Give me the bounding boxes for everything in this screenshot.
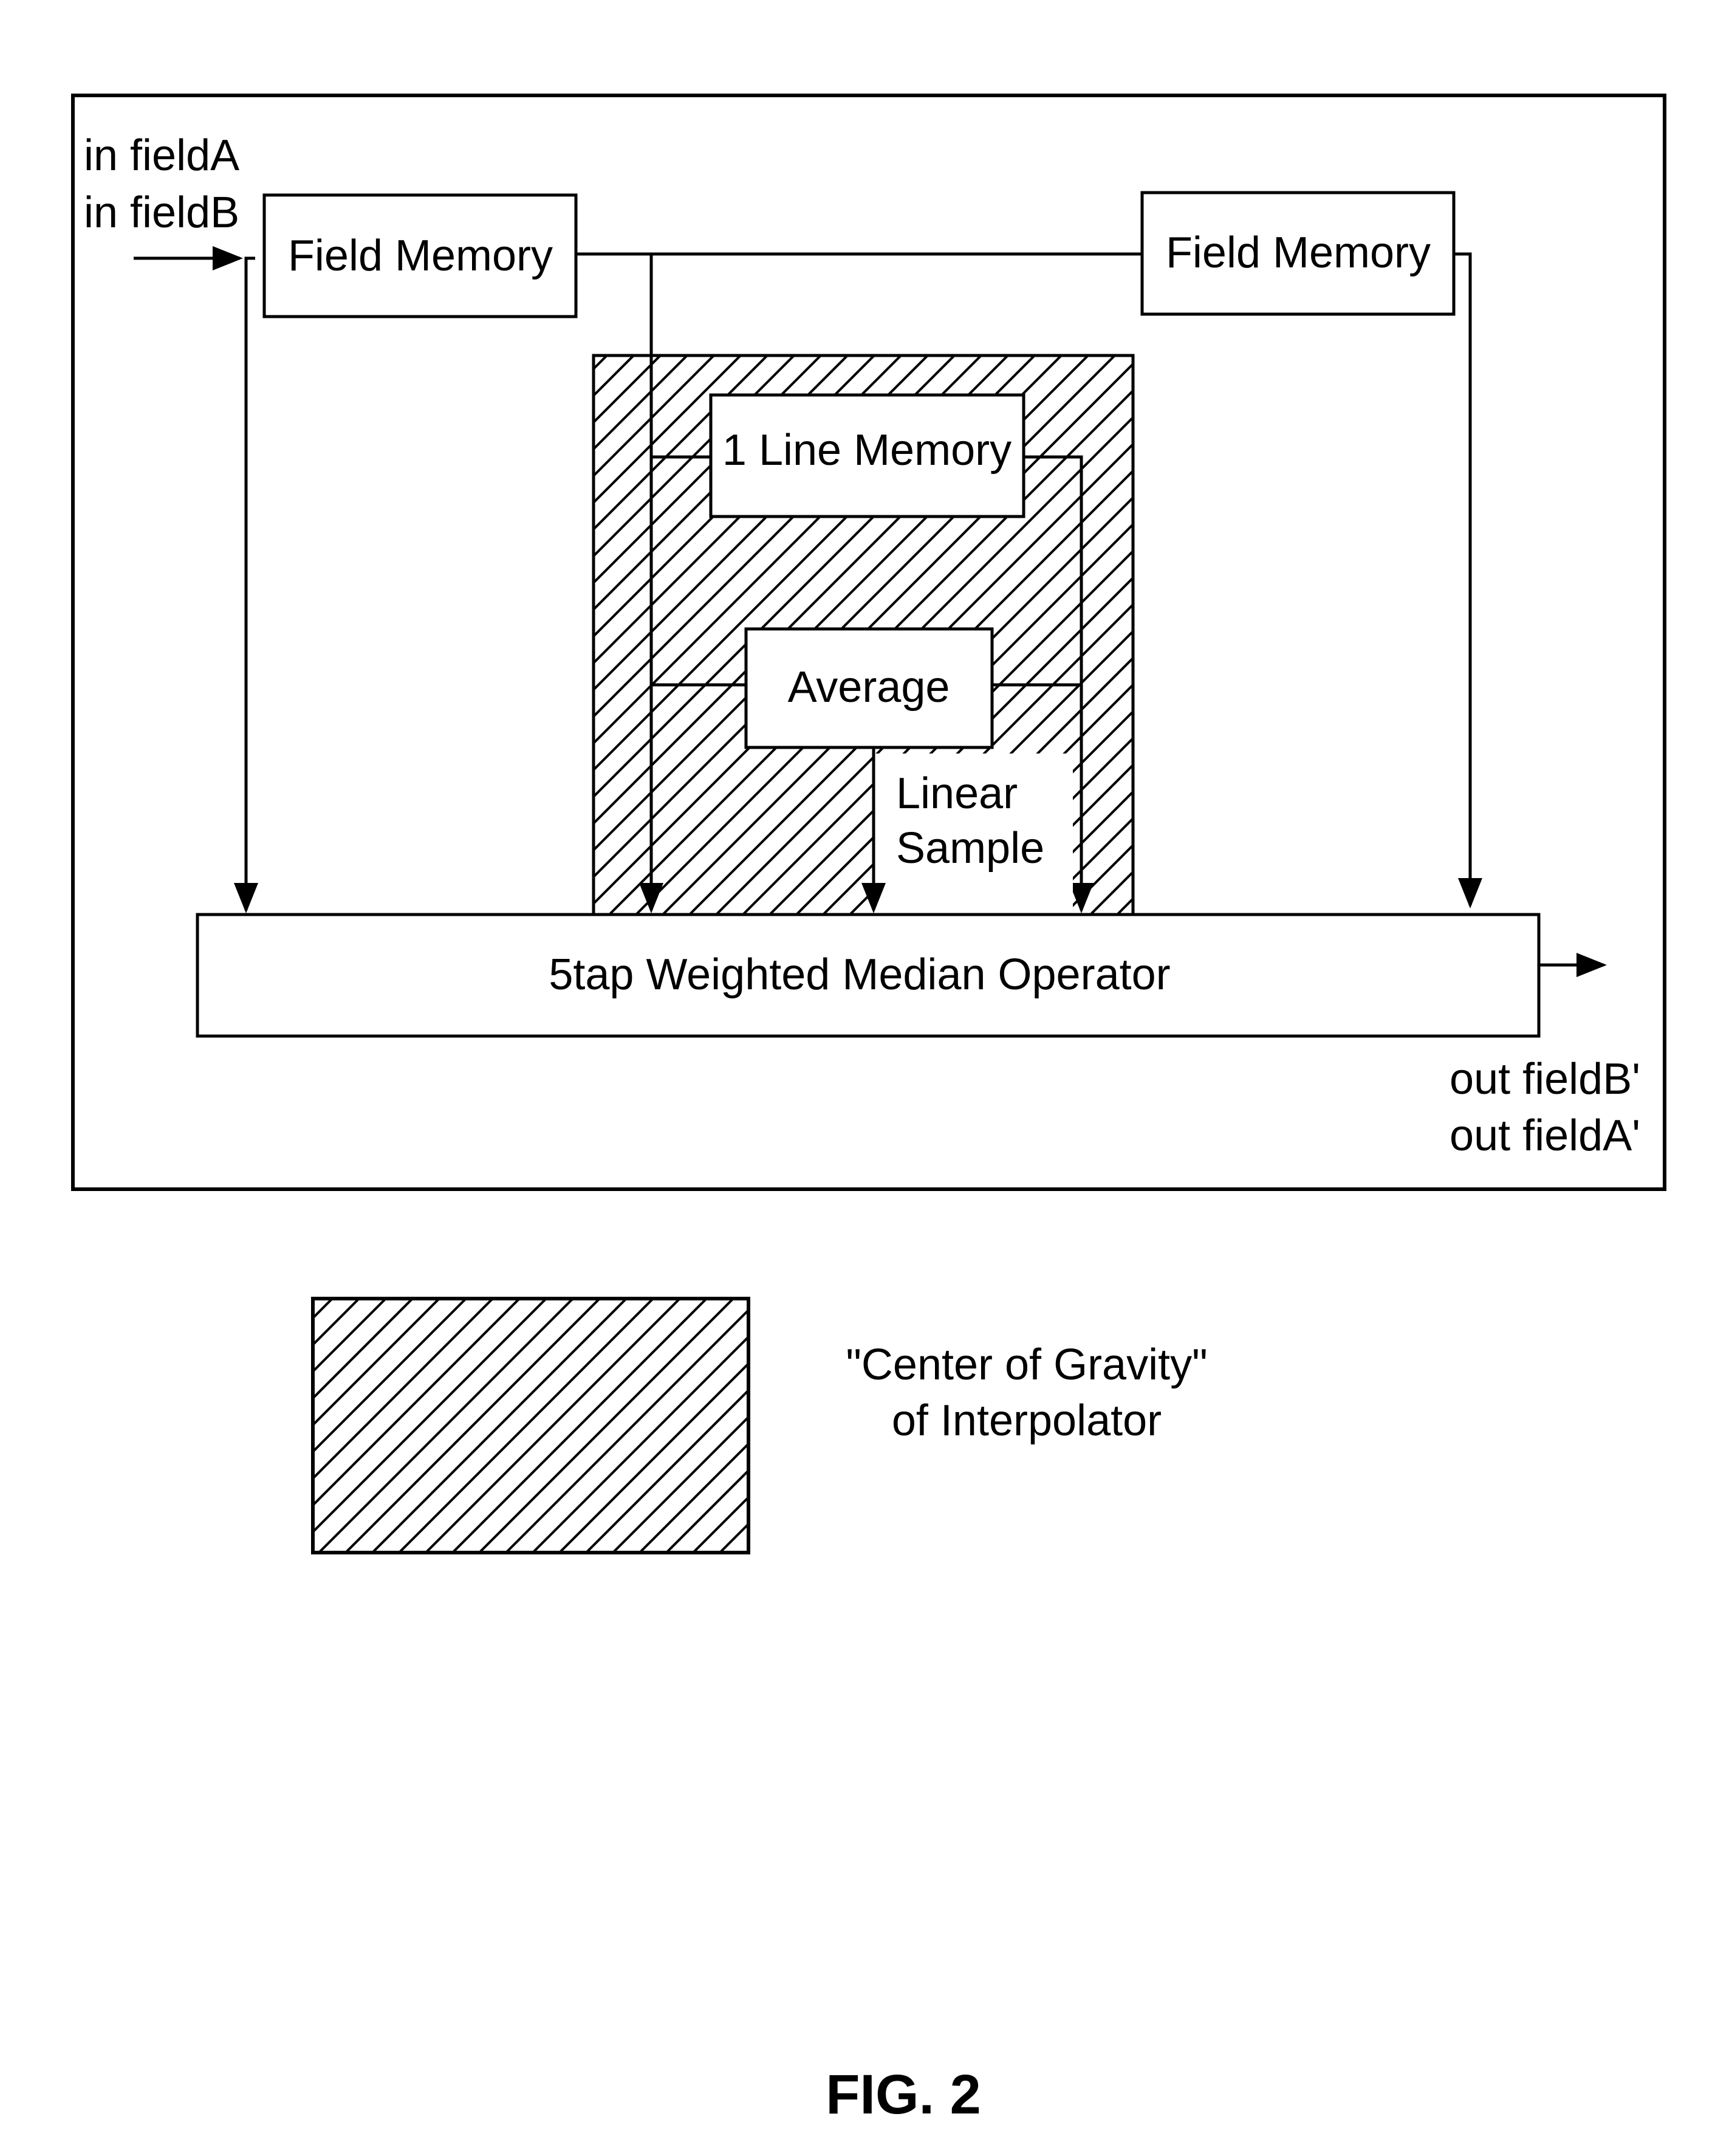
line-memory-output-line xyxy=(1018,455,1094,913)
legend-label-line1: "Center of Gravity" xyxy=(846,1341,1207,1389)
input-label-fieldA: in fieldA xyxy=(84,131,239,180)
right-field-memory-output-line xyxy=(1454,252,1482,908)
median-operator-label: 5tap Weighted Median Operator xyxy=(549,950,1170,999)
linear-sample-label-line2: Sample xyxy=(896,824,1044,873)
field-memory-left-label: Field Memory xyxy=(288,232,553,280)
output-label-fieldB: out fieldB' xyxy=(1450,1055,1640,1104)
input-label-fieldB: in fieldB xyxy=(84,188,239,237)
legend-label-line2: of Interpolator xyxy=(892,1396,1162,1445)
average-label: Average xyxy=(788,663,950,712)
field-memory-right-label: Field Memory xyxy=(1166,228,1431,277)
linear-sample-background xyxy=(874,754,1073,915)
field-memory-right-box xyxy=(1140,191,1456,316)
legend-hatch-swatch xyxy=(311,1297,750,1554)
line-memory-box xyxy=(709,393,1025,518)
output-label-fieldA: out fieldA' xyxy=(1450,1111,1640,1160)
left-bypass-line xyxy=(234,256,258,913)
figure-label: FIG. 2 xyxy=(826,2064,981,2126)
linear-sample-label-line1: Linear xyxy=(896,769,1018,818)
outer-frame xyxy=(71,94,1666,1191)
field-memory-left-box xyxy=(262,193,578,318)
line-memory-label: 1 Line Memory xyxy=(722,426,1012,475)
average-box xyxy=(744,627,994,749)
median-operator-box xyxy=(196,913,1541,1038)
